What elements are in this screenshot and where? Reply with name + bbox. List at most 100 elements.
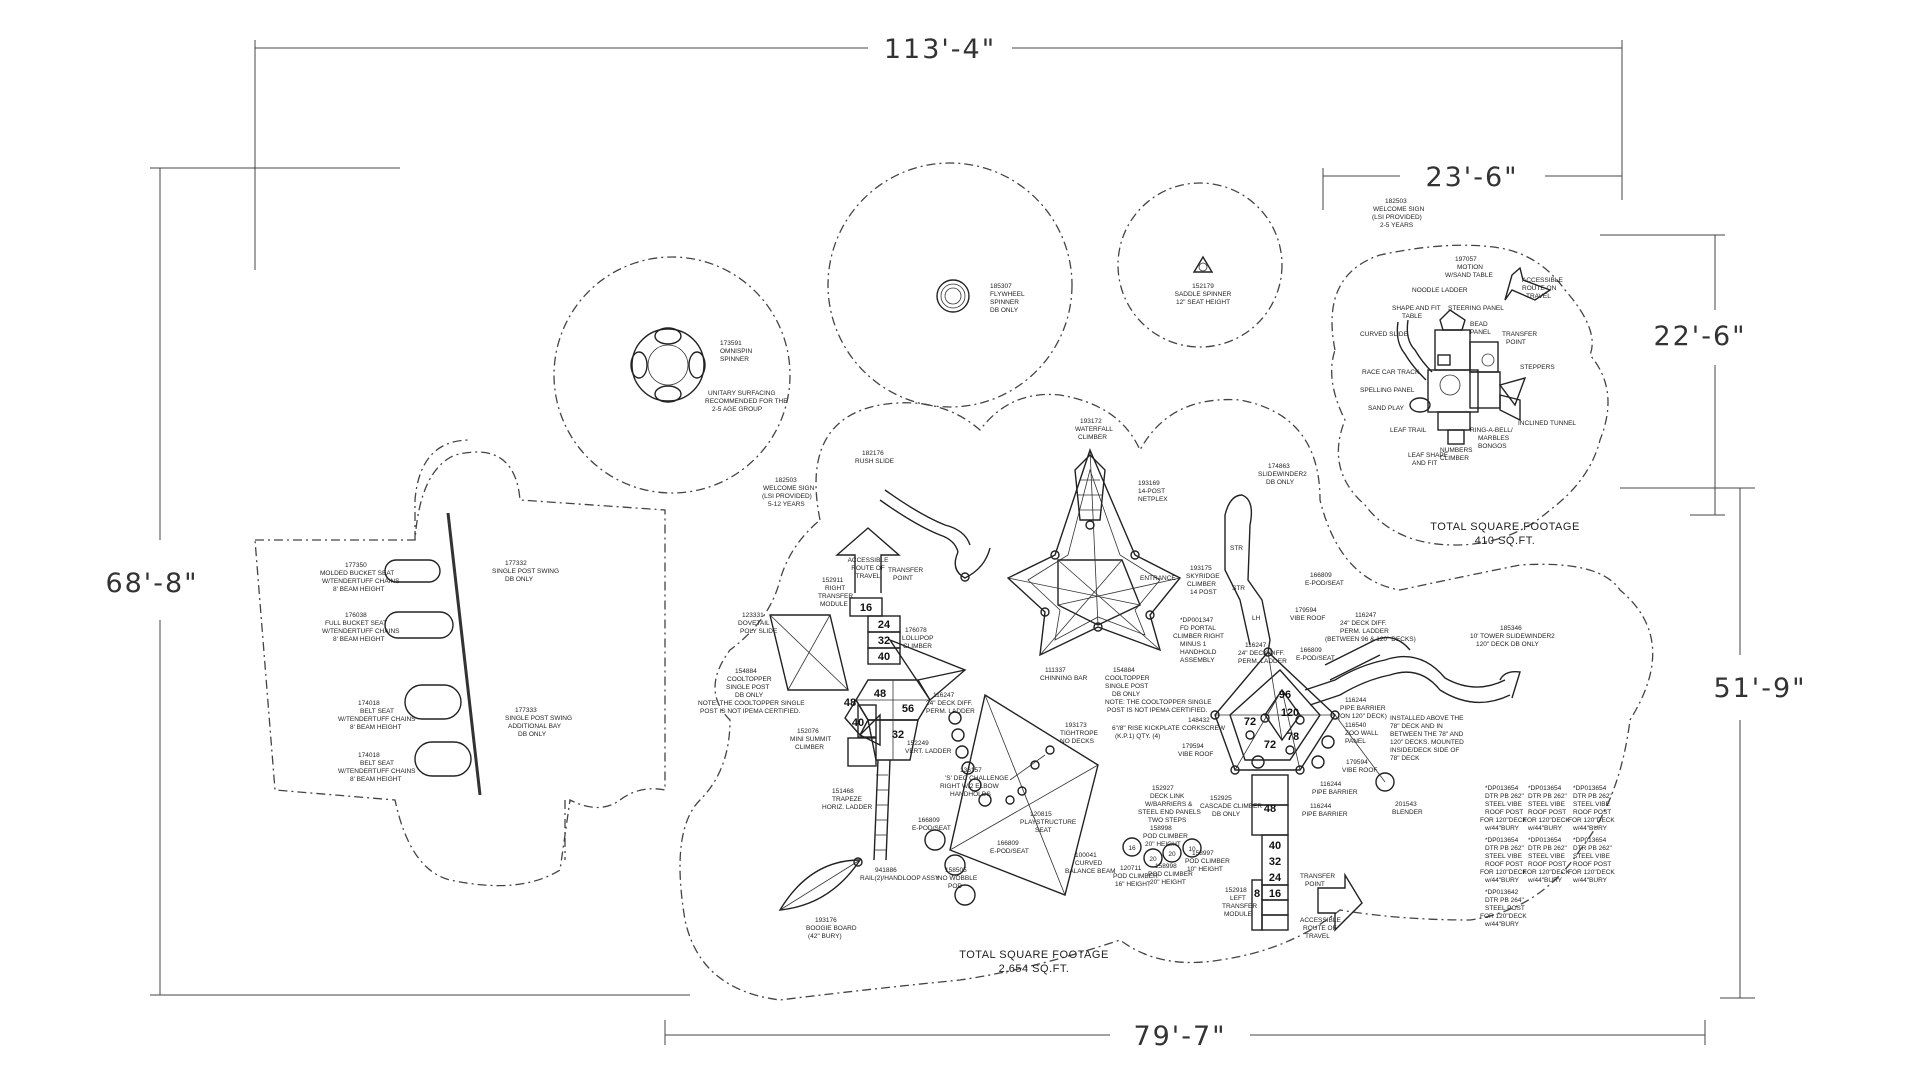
full-bucket-swing — [384, 611, 454, 639]
deck-height-32: 32 — [878, 635, 890, 647]
dimension-bottom-label: 79'-7" — [1133, 1021, 1226, 1052]
slide-mark-lh: LH — [1252, 615, 1261, 622]
kickplate-label: 6"/8" RISE KICKPLATE(K.P.1) QTY. (4) — [1112, 725, 1180, 740]
pod-16-mark: 16 — [1128, 845, 1136, 852]
deck-height-24: 24 — [878, 619, 891, 631]
dimension-top: 113'-4" — [254, 34, 1623, 270]
dimension-right: 51'-9" — [1620, 487, 1806, 999]
deck-height-40b: 40 — [852, 717, 864, 729]
deck-height-96: 96 — [1279, 689, 1291, 701]
dimension-small-width: 23'-6" — [1322, 162, 1622, 210]
belt-swing-1 — [404, 684, 462, 720]
deck-height-32b: 32 — [892, 729, 904, 741]
deck-height-8r: 8 — [1254, 888, 1260, 900]
dimension-small-width-label: 23'-6" — [1425, 162, 1518, 193]
pod-20b-mark: 20 — [1168, 851, 1176, 858]
belt-swing-2 — [414, 741, 472, 777]
pod-climbers — [1122, 837, 1202, 868]
deck-height-32r: 32 — [1269, 856, 1281, 868]
pod-20-mark: 20 — [1149, 856, 1157, 863]
slide-mark-str-2: STR — [1232, 585, 1245, 592]
deck-height-48r: 48 — [1264, 803, 1276, 815]
rush-slide — [879, 489, 991, 582]
left-tower — [769, 597, 967, 911]
deck-height-72b: 72 — [1264, 739, 1276, 751]
deck-height-16r: 16 — [1269, 888, 1281, 900]
deck-height-40r: 40 — [1269, 840, 1281, 852]
dimension-right-label: 51'-9" — [1713, 673, 1806, 704]
toddler-steppers-label: STEPPERS — [1520, 364, 1555, 371]
right-tower — [1210, 494, 1521, 932]
toddler-inclined-label: INCLINED TUNNEL — [1518, 420, 1576, 427]
slide-mark-entrance: ENTRANCE — [1140, 575, 1176, 582]
toddler-spelling-label: SPELLING PANEL — [1360, 387, 1415, 394]
toddler-noodle-label: NOODLE LADDER — [1412, 287, 1468, 294]
toddler-accessible-arrow — [1504, 266, 1552, 301]
deck-height-16: 16 — [860, 602, 872, 614]
toddler-sand-play-label: SAND PLAY — [1368, 405, 1405, 412]
netplex-climber — [1006, 448, 1182, 657]
pod-10-mark: 10 — [1188, 846, 1196, 853]
deck-height-48: 48 — [874, 688, 886, 700]
deck-height-120: 120 — [1281, 707, 1299, 719]
toddler-curved-slide-label: CURVED SLIDE — [1360, 331, 1409, 338]
